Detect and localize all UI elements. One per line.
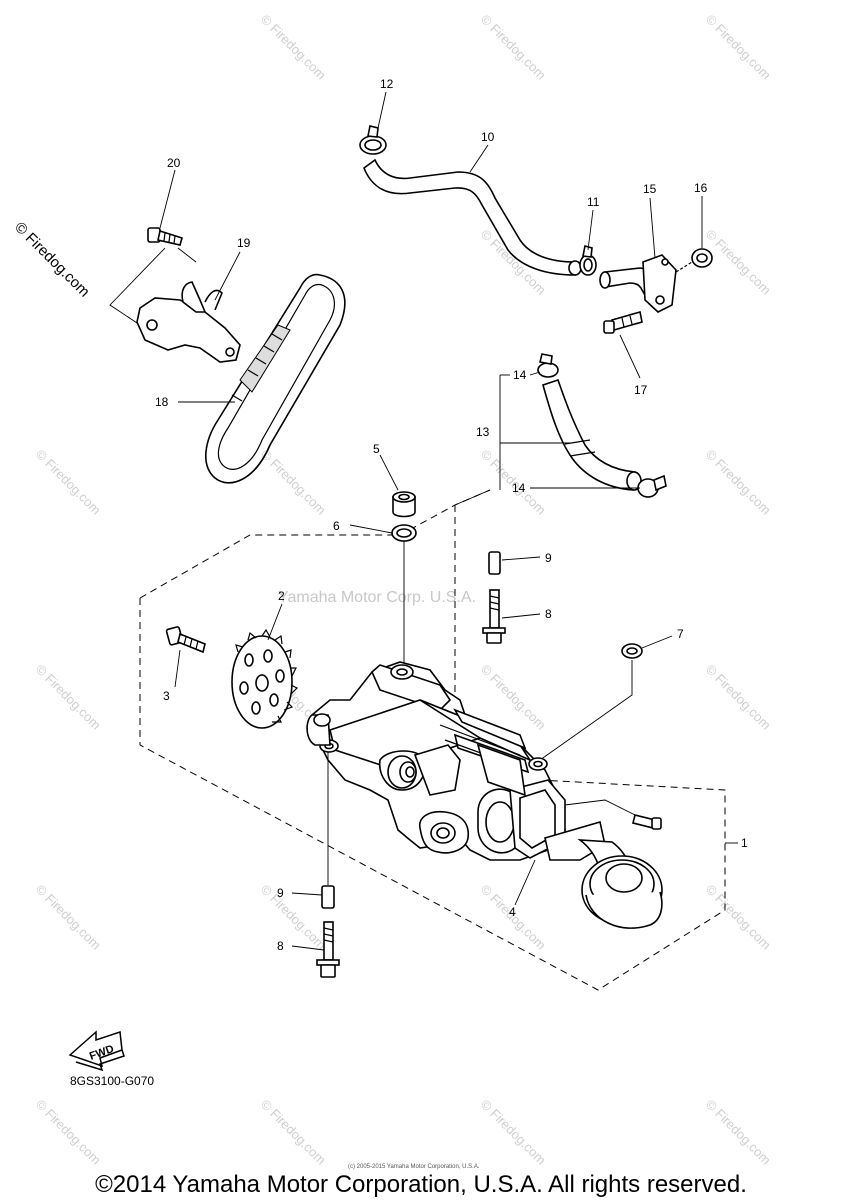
callout-7: 7 bbox=[677, 627, 684, 641]
leader-7 bbox=[641, 635, 673, 649]
leader-12 bbox=[377, 91, 387, 129]
assembly-outline bbox=[139, 598, 726, 991]
watermark: © Firedog.com bbox=[33, 662, 104, 733]
watermark: © Firedog.com bbox=[258, 12, 329, 83]
watermark: © Firedog.com bbox=[703, 227, 774, 298]
callout-13: 13 bbox=[476, 425, 490, 439]
strainer-bolt bbox=[632, 814, 662, 830]
callout-6: 6 bbox=[333, 519, 340, 533]
leader-10 bbox=[469, 144, 489, 173]
leader-5 bbox=[379, 454, 399, 491]
leader-17 bbox=[619, 334, 641, 379]
callout-12: 12 bbox=[380, 77, 394, 91]
leader-20 bbox=[109, 247, 166, 326]
clamp-14-lower bbox=[637, 474, 667, 498]
callout-8-upper: 8 bbox=[545, 607, 552, 621]
callout-1: 1 bbox=[741, 836, 748, 850]
copyright-notice: ©2014 Yamaha Motor Corporation, U.S.A. A… bbox=[95, 1171, 747, 1198]
leader-15 bbox=[649, 197, 656, 259]
callout-14-lower: 14 bbox=[512, 481, 526, 495]
watermark: © Firedog.com bbox=[703, 882, 774, 953]
leader-19 bbox=[214, 251, 241, 301]
callout-9-lower: 9 bbox=[277, 886, 284, 900]
watermark: © Firedog.com bbox=[703, 662, 774, 733]
diagram-code: 8GS3100-G070 bbox=[70, 1074, 154, 1088]
callout-18: 18 bbox=[155, 395, 169, 409]
bolt-17 bbox=[603, 310, 643, 334]
timing-chain-18 bbox=[205, 273, 346, 484]
clamp-11 bbox=[579, 244, 597, 276]
leader-3 bbox=[174, 649, 181, 688]
callout-20: 20 bbox=[167, 156, 181, 170]
watermark: © Firedog.com bbox=[258, 447, 329, 518]
callout-19: 19 bbox=[237, 236, 251, 250]
bolt-8-lower bbox=[316, 921, 340, 978]
callout-17: 17 bbox=[634, 383, 648, 397]
firedog-watermark: © Firedog.com bbox=[11, 219, 93, 301]
leader-14 bbox=[529, 371, 541, 376]
leader-20 bbox=[177, 247, 197, 263]
watermark: © Firedog.com bbox=[478, 662, 549, 733]
watermark: © Firedog.com bbox=[258, 882, 329, 953]
callout-3: 3 bbox=[163, 689, 170, 703]
oil-pump-body bbox=[306, 661, 566, 861]
dowel-9-lower bbox=[321, 885, 335, 909]
pipe-15 bbox=[599, 254, 677, 313]
hose-13 bbox=[542, 378, 642, 491]
watermark: © Firedog.com bbox=[33, 447, 104, 518]
callout-10: 10 bbox=[481, 130, 495, 144]
o-ring-16 bbox=[691, 248, 713, 268]
o-ring-7 bbox=[621, 643, 643, 659]
bolt-3 bbox=[165, 626, 206, 654]
watermark: © Firedog.com bbox=[703, 1097, 774, 1168]
callout-11: 11 bbox=[587, 195, 600, 209]
chain-guide-19 bbox=[136, 281, 241, 363]
watermark: © Firedog.com bbox=[478, 1097, 549, 1168]
watermark: © Firedog.com bbox=[478, 12, 549, 83]
center-watermark: Yamaha Motor Corp. U.S.A. bbox=[278, 589, 476, 606]
callout-8-lower: 8 bbox=[277, 939, 284, 953]
leader-20 bbox=[159, 169, 176, 229]
watermark: © Firedog.com bbox=[703, 447, 774, 518]
watermark: © Firedog.com bbox=[258, 1097, 329, 1168]
callout-14-upper: 14 bbox=[513, 368, 527, 382]
leader-9 bbox=[501, 556, 541, 561]
clamp-12 bbox=[359, 125, 387, 155]
collar-5 bbox=[392, 491, 416, 518]
forward-arrow-icon: FWD bbox=[68, 1030, 125, 1072]
callout-16: 16 bbox=[694, 181, 708, 195]
watermark: © Firedog.com bbox=[703, 12, 774, 83]
watermark: © Firedog.com bbox=[33, 1097, 104, 1168]
leader-11 bbox=[587, 209, 594, 251]
callout-labels: 1 2 3 4 5 6 7 8 8 9 9 10 11 12 13 14 14 … bbox=[155, 77, 748, 953]
callout-2: 2 bbox=[278, 589, 285, 603]
callout-9-upper: 9 bbox=[545, 551, 552, 565]
leader-8 bbox=[501, 613, 541, 619]
assembly-outline bbox=[564, 799, 636, 816]
leader-8 bbox=[291, 945, 325, 951]
clamp-14-upper bbox=[537, 353, 559, 378]
leader-7 bbox=[539, 660, 633, 761]
o-ring-6 bbox=[391, 524, 417, 542]
leader-4 bbox=[514, 859, 536, 906]
watermark: © Firedog.com bbox=[33, 882, 104, 953]
leader-9 bbox=[291, 892, 323, 896]
small-copyright: (c) 2005-2015 Yamaha Motor Corporation, … bbox=[348, 1164, 480, 1170]
oil-strainer-4 bbox=[544, 820, 663, 929]
leader-2 bbox=[267, 603, 283, 641]
callout-5: 5 bbox=[373, 442, 380, 456]
bolt-8-upper bbox=[482, 589, 506, 644]
hose-10 bbox=[363, 158, 582, 276]
callout-15: 15 bbox=[643, 182, 657, 196]
centerline bbox=[675, 261, 693, 273]
leader-6 bbox=[349, 524, 393, 534]
callout-4: 4 bbox=[509, 905, 516, 919]
bolt-20 bbox=[147, 227, 183, 246]
sprocket-2 bbox=[231, 628, 299, 729]
dowel-9-upper bbox=[488, 551, 501, 575]
leader-8 bbox=[454, 489, 491, 506]
